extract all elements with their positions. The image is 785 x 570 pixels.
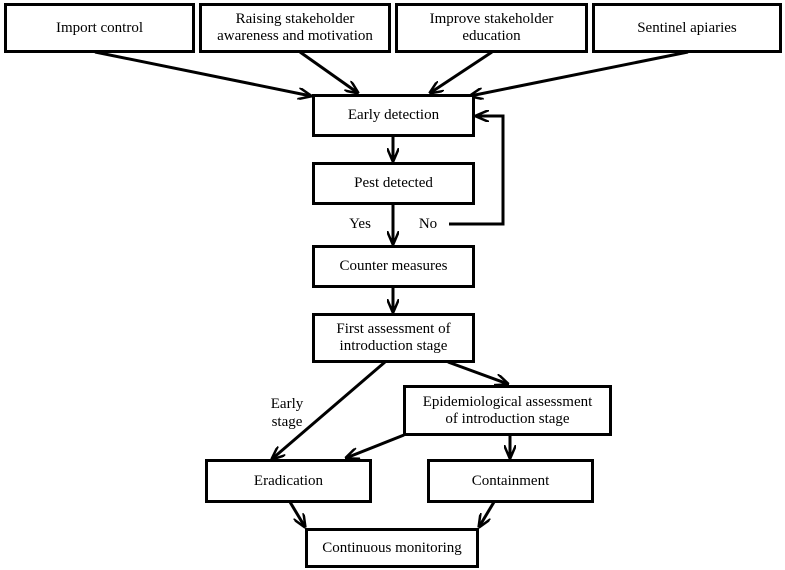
arrow-epidemiological-to-eradication xyxy=(346,433,405,458)
pest-detected-node: Pest detected xyxy=(312,162,475,205)
continuous-monitoring-node: Continuous monitoring xyxy=(305,528,479,568)
arrow-import-to-early-detection xyxy=(94,50,311,96)
arrow-education-to-early-detection xyxy=(430,50,493,93)
yes-label: Yes xyxy=(349,216,371,232)
early-detection-node: Early detection xyxy=(312,94,475,137)
eradication-node: Eradication xyxy=(205,459,372,503)
epidemiological-assessment-node: Epidemiological assessment of introducti… xyxy=(403,385,612,436)
arrow-sentinel-to-early-detection xyxy=(470,50,689,96)
early-stage-label: Early stage xyxy=(270,396,304,430)
arrow-no-loop-to-early-detection xyxy=(449,116,505,226)
arrow-awareness-to-early-detection xyxy=(299,50,358,93)
arrow-eradication-to-monitoring xyxy=(288,501,305,527)
arrow-first-assessment-to-epidemiological xyxy=(447,360,508,384)
arrow-containment-to-monitoring xyxy=(479,501,496,527)
counter-measures-node: Counter measures xyxy=(312,245,475,288)
no-label: No xyxy=(418,216,438,232)
import-control-node: Import control xyxy=(4,3,195,53)
sentinel-apiaries-node: Sentinel apiaries xyxy=(592,3,782,53)
first-assessment-node: First assessment of introduction stage xyxy=(312,313,475,363)
raising-awareness-node: Raising stakeholder awareness and motiva… xyxy=(199,3,391,53)
improve-education-node: Improve stakeholder education xyxy=(395,3,588,53)
containment-node: Containment xyxy=(427,459,594,503)
arrow-first-assessment-to-eradication xyxy=(272,360,386,459)
